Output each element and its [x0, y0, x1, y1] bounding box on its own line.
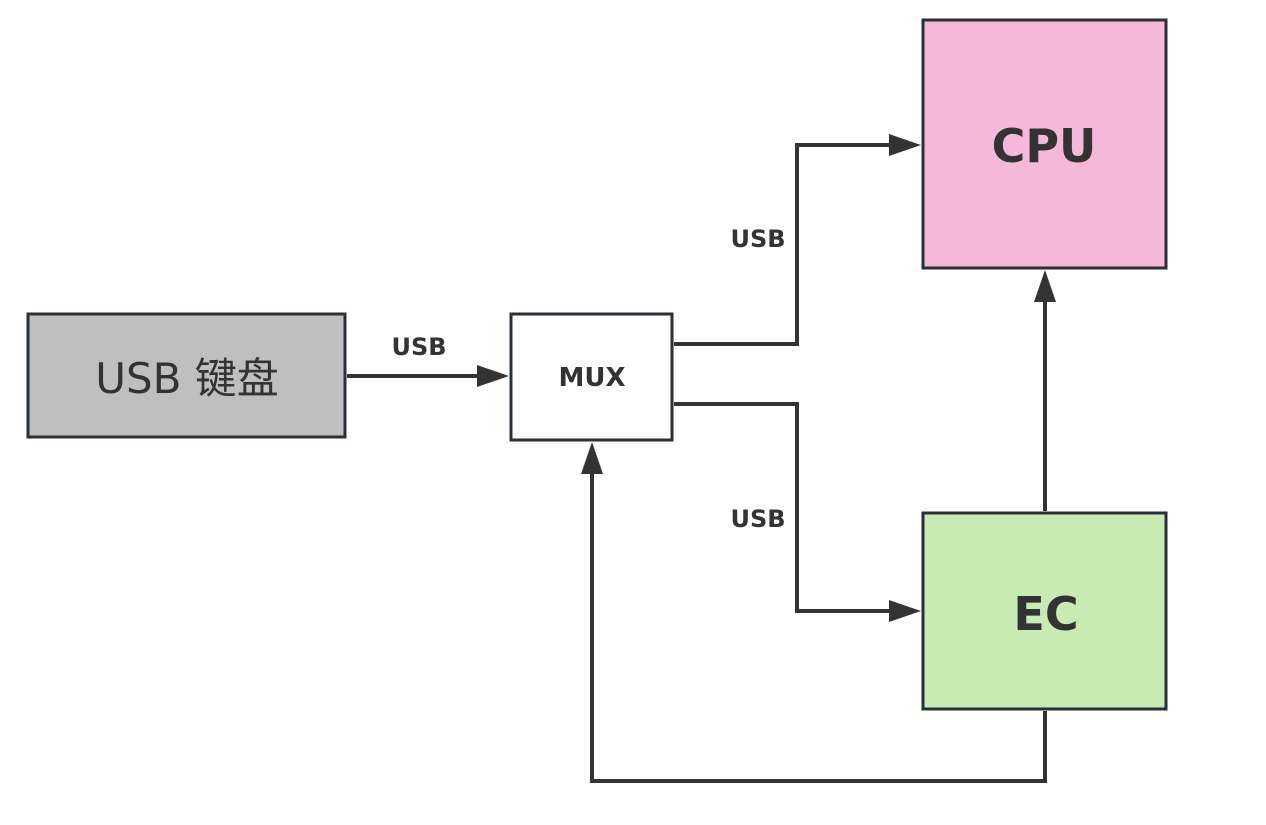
cpu-box	[921, 18, 1168, 270]
mux-box	[509, 312, 674, 442]
usb-keyboard-label: USB 键盘	[95, 354, 279, 403]
edge-label-usb: USB	[730, 225, 785, 253]
ec-label: EC	[1013, 587, 1078, 641]
node-usb-keyboard[interactable]: USB 键盘	[26, 312, 347, 439]
node-mux[interactable]: MUX	[509, 312, 674, 442]
edge-label-usb: USB	[730, 505, 785, 533]
arrowhead-icon	[889, 600, 921, 622]
cpu-label: CPU	[992, 119, 1097, 173]
edge-ec-to-mux	[581, 442, 1047, 783]
edge-mux-to-cpu: USB	[674, 134, 921, 346]
usb-keyboard-box	[26, 312, 347, 439]
arrowhead-icon	[477, 365, 509, 387]
node-ec[interactable]: EC	[921, 511, 1168, 711]
arrowhead-icon	[889, 134, 921, 156]
edge-ec-to-cpu	[1034, 270, 1056, 511]
edge-line	[674, 402, 892, 613]
arrowhead-icon	[1034, 270, 1056, 302]
edge-label-usb: USB	[391, 333, 446, 361]
node-cpu[interactable]: CPU	[921, 18, 1168, 270]
edge-line	[674, 143, 892, 346]
mux-label: MUX	[558, 363, 625, 393]
edge-line	[590, 472, 1047, 783]
ec-box	[921, 511, 1168, 711]
edge-keyboard-to-mux: USB	[347, 333, 509, 387]
edge-mux-to-ec: USB	[674, 402, 921, 622]
arrowhead-icon	[581, 442, 603, 474]
